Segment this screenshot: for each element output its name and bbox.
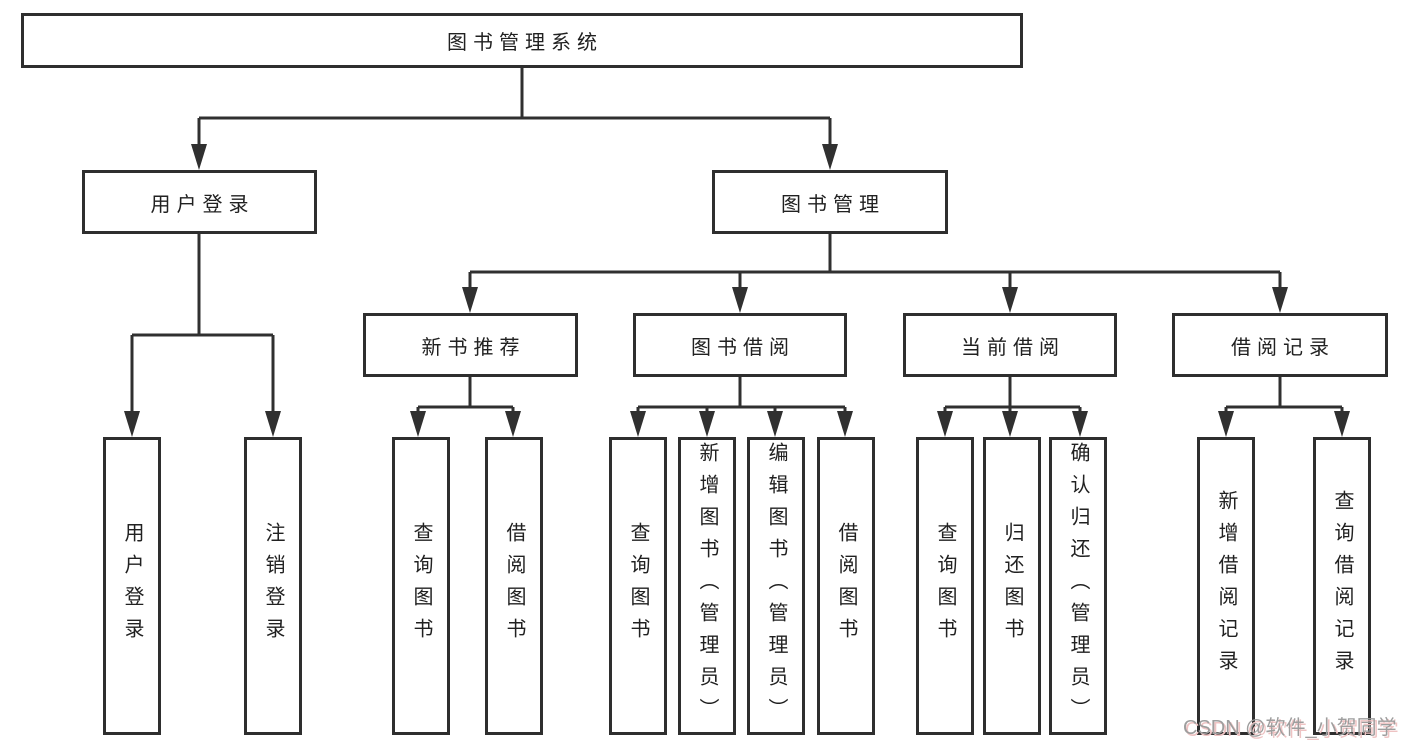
connector-borrow-to-leaves <box>636 377 847 413</box>
leaf-label: 用户登录 <box>121 522 143 650</box>
leaf-label: 新增借阅记录 <box>1215 490 1237 682</box>
arrowhead <box>191 144 207 170</box>
arrowhead <box>630 411 646 437</box>
arrowhead <box>265 411 281 437</box>
node-label: 当前借阅 <box>961 336 1065 359</box>
arrowhead <box>937 411 953 437</box>
connector-records-to-leaves <box>1224 377 1344 413</box>
connector-newbooks-to-leaves <box>416 377 515 413</box>
arrowhead <box>822 144 838 170</box>
arrowhead <box>1002 287 1018 313</box>
leaf-label: 确认归还（管理员） <box>1067 442 1089 730</box>
node-label: 图书借阅 <box>691 336 795 359</box>
arrowhead <box>1218 411 1234 437</box>
node-new-book-recommend: 新书推荐 <box>363 313 578 377</box>
arrowhead <box>767 411 783 437</box>
arrowhead <box>410 411 426 437</box>
arrowhead <box>1072 411 1088 437</box>
arrowhead <box>1334 411 1350 437</box>
leaf-label: 编辑图书（管理员） <box>765 442 787 730</box>
leaf-borrow-books-recommend: 借阅图书 <box>485 437 543 735</box>
leaf-query-books-borrow: 查询图书 <box>609 437 667 735</box>
node-user-login: 用户登录 <box>82 170 317 234</box>
node-current-borrow: 当前借阅 <box>903 313 1117 377</box>
leaf-logout: 注销登录 <box>244 437 302 735</box>
node-book-borrow: 图书借阅 <box>633 313 847 377</box>
node-label: 图书管理系统 <box>447 32 603 54</box>
arrowhead <box>837 411 853 437</box>
leaf-query-books-recommend: 查询图书 <box>392 437 450 735</box>
arrowhead <box>1272 287 1288 313</box>
leaf-label: 借阅图书 <box>835 522 857 650</box>
arrowhead <box>699 411 715 437</box>
leaf-label: 归还图书 <box>1001 522 1023 650</box>
arrowhead <box>732 287 748 313</box>
leaf-label: 查询借阅记录 <box>1331 490 1353 682</box>
leaf-add-books-admin: 新增图书（管理员） <box>678 437 736 735</box>
leaf-label: 查询图书 <box>410 522 432 650</box>
node-label: 借阅记录 <box>1231 336 1335 359</box>
node-book-management: 图书管理 <box>712 170 948 234</box>
leaf-add-borrow-record: 新增借阅记录 <box>1197 437 1255 735</box>
node-borrow-records: 借阅记录 <box>1172 313 1388 377</box>
leaf-edit-books-admin: 编辑图书（管理员） <box>747 437 805 735</box>
node-root-system: 图书管理系统 <box>21 13 1023 68</box>
leaf-label: 查询图书 <box>627 522 649 650</box>
leaf-borrow-books: 借阅图书 <box>817 437 875 735</box>
node-label: 新书推荐 <box>421 336 526 359</box>
leaf-user-login: 用户登录 <box>103 437 161 735</box>
leaf-query-borrow-record: 查询借阅记录 <box>1313 437 1371 735</box>
node-label: 用户登录 <box>150 193 255 216</box>
leaf-label: 借阅图书 <box>503 522 525 650</box>
csdn-watermark: CSDN @软件_小贺同学 <box>1183 717 1397 739</box>
leaf-confirm-return-admin: 确认归还（管理员） <box>1049 437 1107 735</box>
connector-root-to-level2 <box>197 68 832 146</box>
leaf-query-books-current: 查询图书 <box>916 437 974 735</box>
connector-current-to-leaves <box>943 377 1082 413</box>
leaf-label: 查询图书 <box>934 522 956 650</box>
arrowhead <box>462 287 478 313</box>
node-label: 图书管理 <box>781 193 885 216</box>
leaf-label: 新增图书（管理员） <box>696 442 718 730</box>
arrowhead <box>505 411 521 437</box>
connector-userlogin-to-leaves <box>130 233 275 413</box>
arrowhead <box>124 411 140 437</box>
connector-bookmgmt-to-level3 <box>468 234 1282 289</box>
leaf-label: 注销登录 <box>262 522 284 650</box>
leaf-return-books: 归还图书 <box>983 437 1041 735</box>
arrowhead <box>1002 411 1018 437</box>
